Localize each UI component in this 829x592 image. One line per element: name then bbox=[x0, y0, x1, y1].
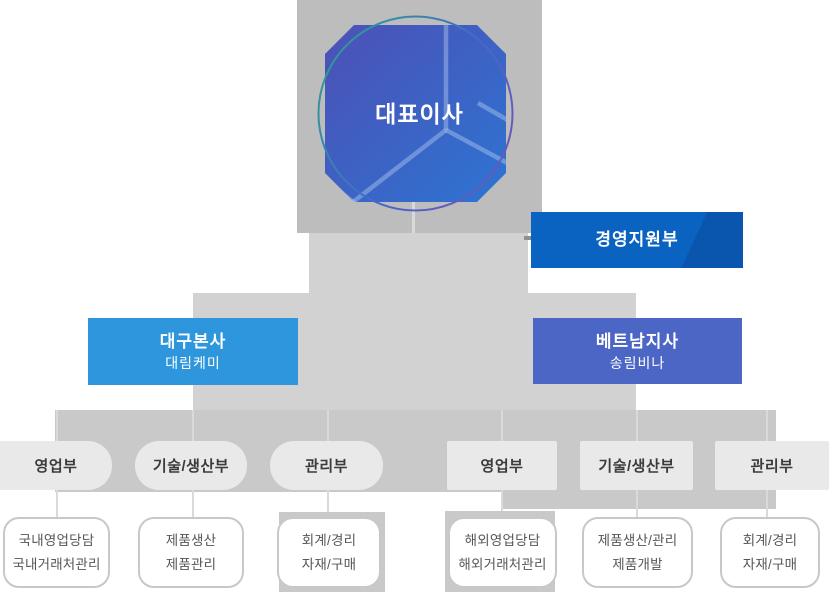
trunk-column bbox=[309, 233, 528, 293]
duty-line: 제품생산 bbox=[165, 532, 217, 548]
dept-label-tech-production-overseas: 기술/생산부 bbox=[580, 441, 693, 490]
dept-label-text: 영업부 bbox=[34, 458, 78, 475]
duty-line: 국내거래처관리 bbox=[12, 556, 101, 572]
dept-label-sales-overseas: 영업부 bbox=[447, 441, 557, 490]
duty-line: 제품생산/관리 bbox=[597, 532, 678, 548]
duty-box: 제품생산 제품관리 bbox=[138, 517, 244, 588]
duty-line: 자재/구매 bbox=[742, 556, 798, 572]
duty-line: 자재/구매 bbox=[301, 556, 357, 572]
node-subtitle: 송림비나 bbox=[609, 354, 666, 371]
duty-line: 국내영업당담 bbox=[18, 532, 95, 548]
dept-label-admin-domestic: 관리부 bbox=[270, 441, 383, 490]
node-management-support: 경영지원부 bbox=[531, 212, 743, 268]
dept-label-text: 영업부 bbox=[480, 458, 524, 475]
node-title: 대구본사 bbox=[159, 332, 227, 351]
duty-box: 회계/경리 자재/구매 bbox=[277, 517, 381, 588]
duty-line: 회계/경리 bbox=[742, 532, 798, 548]
ceo-emblem bbox=[317, 15, 514, 212]
dept-label-sales-domestic: 영업부 bbox=[0, 441, 112, 490]
dept-label-text: 관리부 bbox=[305, 458, 348, 475]
node-title: 베트남지사 bbox=[595, 331, 680, 351]
duty-box: 해외영업당담 해외거래처관리 bbox=[448, 517, 557, 588]
node-label: 경영지원부 bbox=[595, 230, 679, 249]
dept-label-admin-overseas: 관리부 bbox=[715, 441, 829, 490]
ceo-ring bbox=[317, 15, 514, 212]
node-daegu-headquarters: 대구본사 대림케미 bbox=[88, 318, 298, 385]
duty-line: 해외영업당담 bbox=[464, 532, 541, 548]
connector-dash-management-support bbox=[524, 236, 531, 240]
duty-box: 국내영업당담 국내거래처관리 bbox=[3, 517, 110, 588]
dept-label-tech-production-domestic: 기술/생산부 bbox=[135, 441, 247, 490]
node-subtitle: 대림케미 bbox=[165, 355, 221, 371]
corner-cut-triangles bbox=[325, 25, 506, 202]
dept-label-text: 기술/생산부 bbox=[152, 458, 230, 475]
node-vietnam-branch: 베트남지사 송림비나 bbox=[533, 318, 742, 384]
duty-line: 제품관리 bbox=[165, 556, 217, 572]
duty-box: 회계/경리 자재/구매 bbox=[720, 517, 820, 588]
duty-line: 제품개발 bbox=[612, 556, 663, 572]
ceo-stem-connector bbox=[412, 202, 415, 233]
dept-label-text: 관리부 bbox=[750, 458, 794, 475]
duty-line: 해외거래처관리 bbox=[458, 556, 547, 572]
dept-label-text: 기술/생산부 bbox=[598, 458, 675, 475]
duty-line: 회계/경리 bbox=[301, 532, 357, 548]
ceo-label: 대표이사 bbox=[375, 101, 464, 127]
duty-box: 제품생산/관리 제품개발 bbox=[582, 517, 693, 588]
department-band-right-strip bbox=[502, 492, 776, 509]
